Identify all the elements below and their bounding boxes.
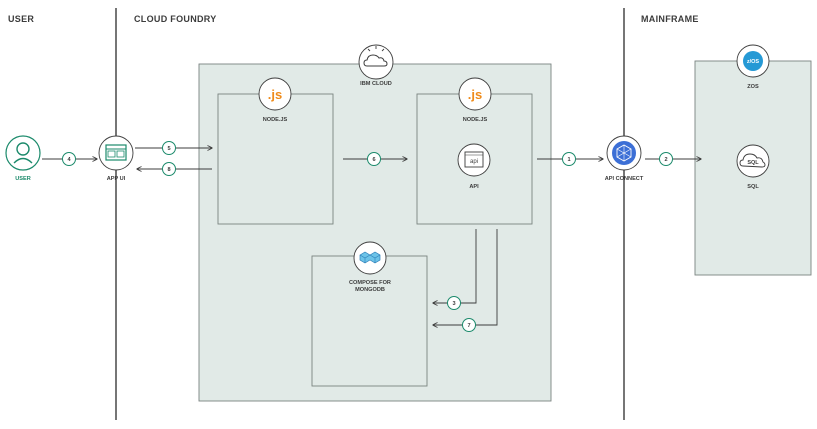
api-icon-text: api	[470, 159, 478, 165]
step-number-3: 3	[452, 301, 455, 307]
api-icon: api	[457, 143, 491, 177]
step-badge-2: 2	[659, 152, 673, 166]
zos-badge: z/OS	[747, 59, 760, 65]
nodejs-label-left: NODE.JS	[263, 117, 288, 123]
nodejs-box-left	[217, 93, 334, 225]
app-ui-label: APP UI	[107, 176, 126, 182]
js-badge-left: .js	[268, 87, 282, 102]
mongodb-label-line2: MONGODB	[355, 287, 385, 293]
step-number-5: 5	[167, 146, 170, 152]
mongodb-icon	[353, 241, 387, 275]
step-badge-6: 6	[367, 152, 381, 166]
zos-icon: z/OS	[736, 44, 770, 78]
ibm-cloud-label: IBM CLOUD	[360, 81, 392, 87]
lane-title-cloud-foundry: CLOUD FOUNDRY	[134, 14, 217, 24]
step-number-8: 8	[167, 167, 170, 173]
mongodb-box	[311, 255, 428, 387]
step-badge-5: 5	[162, 141, 176, 155]
step-badge-7: 7	[462, 318, 476, 332]
api-connect-icon	[606, 135, 642, 171]
nodejs-label-right: NODE.JS	[463, 117, 488, 123]
step-badge-3: 3	[447, 296, 461, 310]
lane-title-mainframe: MAINFRAME	[641, 14, 699, 24]
sql-icon-text: SQL	[747, 160, 759, 166]
user-icon	[5, 135, 41, 171]
zos-label: ZOS	[747, 84, 759, 90]
sql-label: SQL	[747, 184, 759, 190]
step-number-2: 2	[664, 157, 667, 163]
ibm-cloud-icon	[358, 44, 394, 80]
sql-icon: SQL	[736, 144, 770, 178]
mongodb-label-line1: COMPOSE FOR	[349, 280, 391, 286]
arrow-7	[433, 229, 498, 325]
nodejs-icon-right: .js	[458, 77, 492, 111]
lane-title-user: USER	[8, 14, 34, 24]
app-ui-icon	[98, 135, 134, 171]
nodejs-icon-left: .js	[258, 77, 292, 111]
step-number-1: 1	[567, 157, 570, 163]
step-number-6: 6	[372, 157, 375, 163]
step-badge-1: 1	[562, 152, 576, 166]
api-connect-label: API CONNECT	[605, 176, 644, 182]
step-badge-8: 8	[162, 162, 176, 176]
user-label: USER	[15, 176, 31, 182]
api-label: API	[469, 184, 479, 190]
js-badge-right: .js	[468, 87, 482, 102]
step-number-7: 7	[467, 323, 470, 329]
step-number-4: 4	[67, 157, 71, 163]
step-badge-4: 4	[62, 152, 76, 166]
